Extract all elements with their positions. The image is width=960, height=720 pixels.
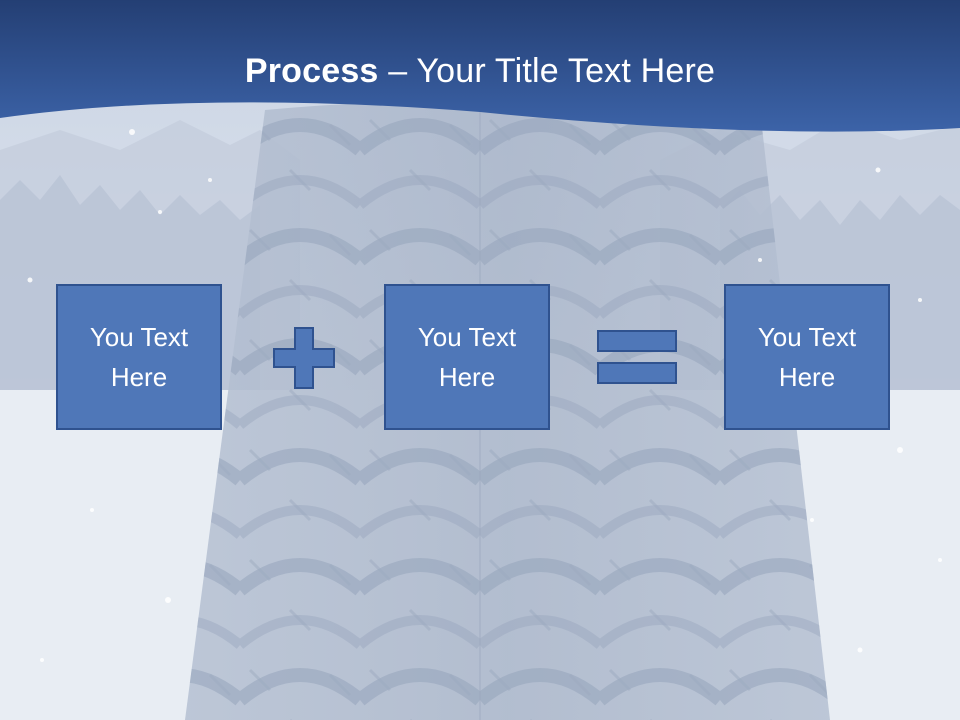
title-text: Your Title Text Here <box>416 52 716 90</box>
header-banner <box>0 0 960 132</box>
process-box-3[interactable]: You Text Here <box>724 284 890 430</box>
equals-icon <box>597 330 677 384</box>
process-box-1[interactable]: You Text Here <box>56 284 222 430</box>
process-box-2-text: You Text Here <box>417 322 517 392</box>
process-box-3-text: You Text Here <box>757 322 857 392</box>
title-separator: – <box>378 52 417 90</box>
process-box-1-text: You Text Here <box>89 322 189 392</box>
process-box-2[interactable]: You Text Here <box>384 284 550 430</box>
plus-icon <box>273 327 335 389</box>
slide-title: Process – Your Title Text Here <box>0 52 960 91</box>
title-bold: Process <box>244 52 379 90</box>
